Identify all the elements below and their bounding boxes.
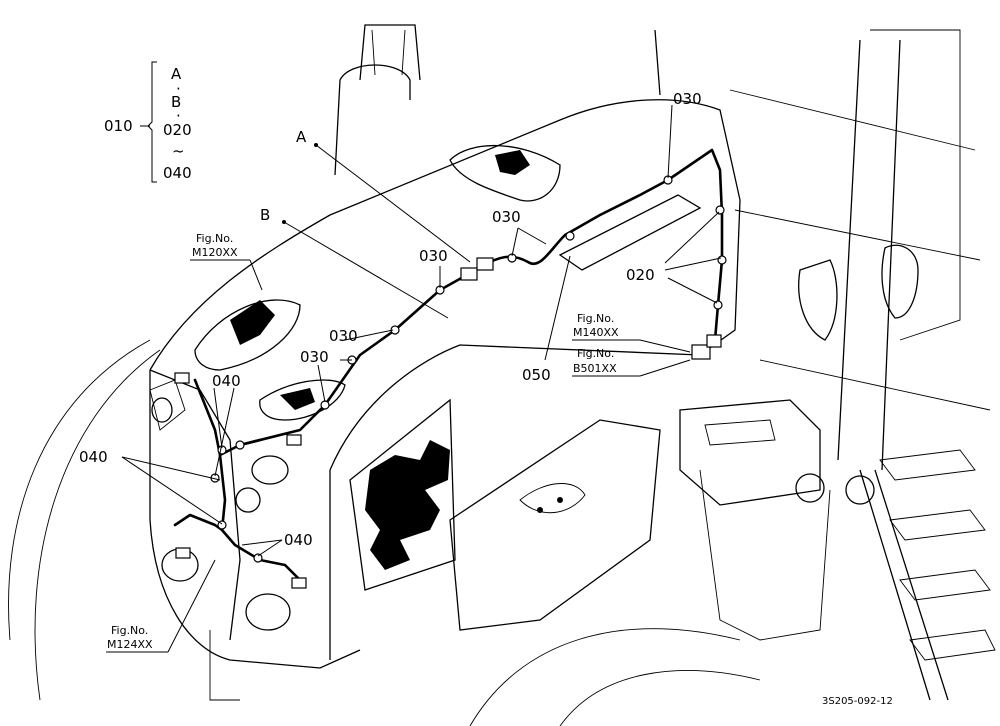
callout-030-mid: 030: [492, 208, 521, 226]
callout-b: B: [260, 206, 270, 224]
callout-040-lower: 040: [284, 531, 313, 549]
fig-ref-4-code: M124XX: [107, 638, 153, 651]
fig-ref-3-code: B501XX: [573, 362, 617, 375]
fig-ref-2-code: M140XX: [573, 326, 619, 339]
tractor-linework: [8, 24, 996, 726]
headlights: [151, 397, 291, 631]
callout-020: 020: [626, 266, 655, 284]
svg-text:·: ·: [176, 80, 181, 98]
legend-range-symbol: ~: [172, 142, 185, 160]
callout-040-left: 040: [79, 448, 108, 466]
drawing-id: 3S205-092-12: [822, 696, 893, 707]
legend-item-b: B: [171, 93, 181, 111]
legend: 010 A · B · 020 ~ 040: [104, 61, 192, 183]
fig-ref-3-label: Fig.No.: [577, 347, 614, 360]
legend-item-a: A: [171, 65, 182, 83]
callouts: A B 030 030 030 030 030 020 050 040 040 …: [79, 90, 702, 549]
fig-ref-2-label: Fig.No.: [577, 312, 614, 325]
leader-lines: [106, 104, 722, 653]
legend-item-020: 020: [163, 121, 192, 139]
figure-references: Fig.No. M120XX Fig.No. M140XX Fig.No. B5…: [107, 232, 619, 651]
fig-ref-4-label: Fig.No.: [111, 624, 148, 637]
callout-030-lower: 030: [300, 348, 329, 366]
legend-parent: 010: [104, 117, 133, 135]
callout-030-left: 030: [329, 327, 358, 345]
callout-050: 050: [522, 366, 551, 384]
connectors: [174, 175, 727, 589]
shaded-regions: [230, 150, 563, 570]
legend-item-040: 040: [163, 164, 192, 182]
hood-body: [149, 99, 741, 701]
svg-text:·: ·: [176, 107, 181, 125]
callout-030-top: 030: [673, 90, 702, 108]
fig-ref-1-label: Fig.No.: [196, 232, 233, 245]
fig-ref-1-code: M120XX: [192, 246, 238, 259]
callout-040-upper: 040: [212, 372, 241, 390]
callout-030-center: 030: [419, 247, 448, 265]
callout-a: A: [296, 128, 307, 146]
